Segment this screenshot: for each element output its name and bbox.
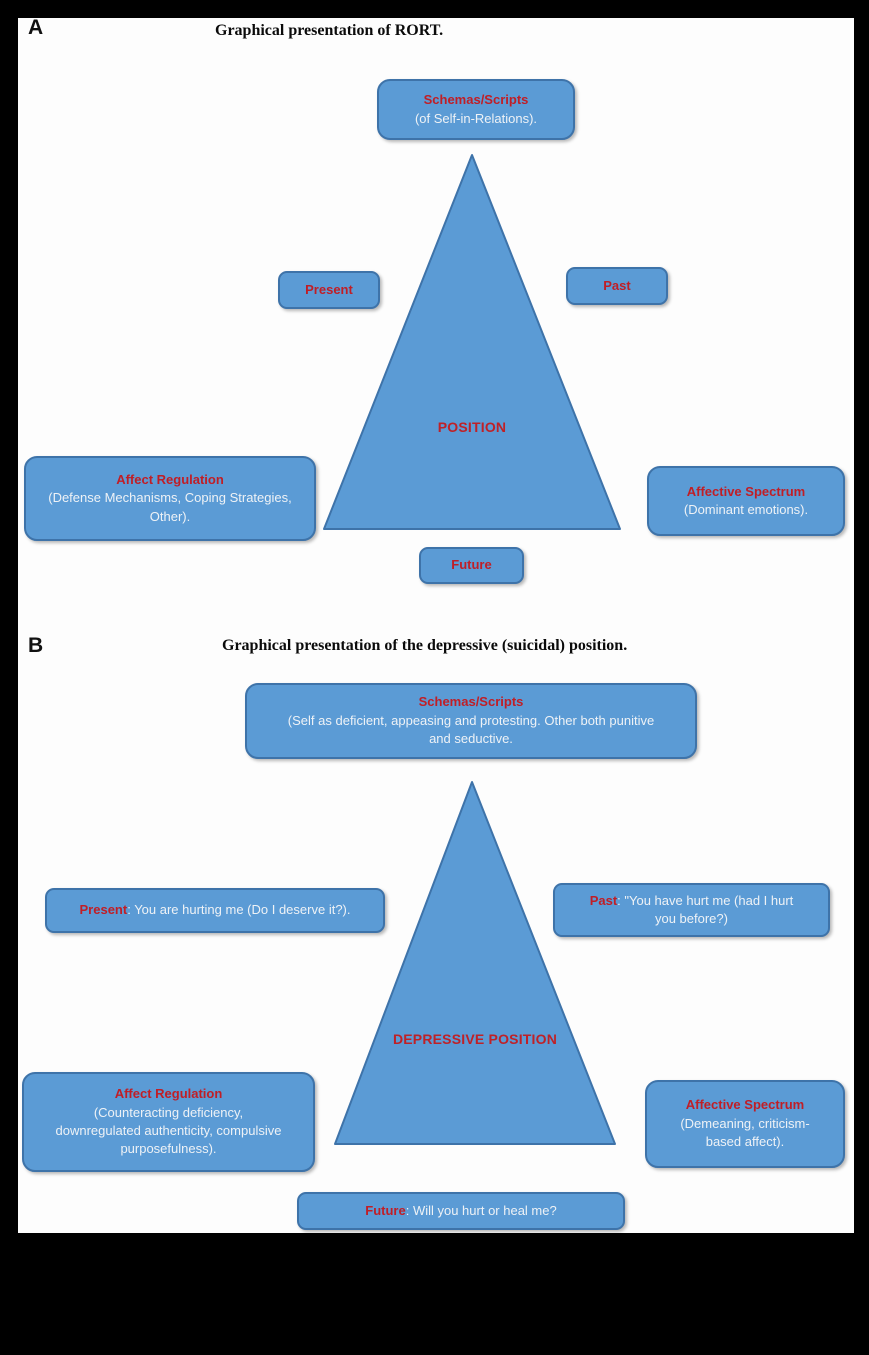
- schemas-scripts-body-a: (of Self-in-Relations).: [414, 110, 538, 126]
- affect-regulation-body-a-line2: Other).: [149, 508, 191, 524]
- present-text-b: Present: You are hurting me (Do I deserv…: [80, 901, 351, 919]
- affect-regulation-box-a: Affect Regulation (Defense Mechanisms, C…: [24, 456, 316, 541]
- depressive-position-triangle: [334, 781, 616, 1145]
- past-text-b: Past: "You have hurt me (had I hurt you …: [590, 892, 794, 929]
- affect-regulation-heading-a: Affect Regulation: [116, 471, 224, 487]
- affect-regulation-body-a-line1: (Defense Mechanisms, Coping Strategies,: [48, 490, 292, 506]
- schemas-scripts-box-a: Schemas/Scripts (of Self-in-Relations).: [377, 79, 575, 140]
- position-triangle: [323, 154, 621, 530]
- future-heading-a: Future: [451, 557, 492, 573]
- schemas-scripts-body-b-line1: (Self as deficient, appeasing and protes…: [287, 712, 655, 728]
- affect-regulation-body-b-line3: purposefulness).: [120, 1141, 217, 1157]
- present-box-a: Present: [278, 271, 380, 309]
- schemas-scripts-heading-b: Schemas/Scripts: [418, 694, 524, 710]
- affect-regulation-body-b-line2: downregulated authenticity, compulsive: [55, 1123, 282, 1138]
- future-box-a: Future: [419, 547, 524, 584]
- affective-spectrum-body-a: (Dominant emotions).: [683, 502, 809, 517]
- depressive-label-line1: DEPRESSIVE: [392, 1031, 485, 1047]
- present-box-b: Present: You are hurting me (Do I deserv…: [45, 888, 385, 933]
- past-box-b: Past: "You have hurt me (had I hurt you …: [553, 883, 830, 937]
- present-heading-b: Present: [79, 902, 128, 918]
- past-heading-a: Past: [603, 277, 631, 293]
- present-heading-a: Present: [305, 281, 353, 297]
- position-triangle-label: POSITION: [437, 419, 507, 435]
- affective-spectrum-heading-b: Affective Spectrum: [685, 1097, 805, 1113]
- future-heading-b: Future: [365, 1202, 406, 1218]
- future-body-b: : Will you hurt or heal me?: [405, 1202, 557, 1218]
- past-body-b-line1: : "You have hurt me (had I hurt: [617, 892, 794, 908]
- panel-b-label: B: [28, 634, 44, 657]
- past-heading-b: Past: [589, 892, 618, 908]
- past-box-a: Past: [566, 267, 668, 305]
- depressive-position-triangle-label: DEPRESSIVE POSITION: [333, 1026, 617, 1052]
- affective-spectrum-body-b-line2: based affect).: [705, 1134, 785, 1150]
- affective-spectrum-box-a: Affective Spectrum (Dominant emotions).: [647, 466, 845, 536]
- panel-a-label: A: [28, 16, 44, 39]
- affective-spectrum-box-b: Affective Spectrum (Demeaning, criticism…: [645, 1080, 845, 1168]
- depressive-label-line2: POSITION: [488, 1031, 558, 1047]
- present-body-b: : You are hurting me (Do I deserve it?).: [127, 902, 351, 918]
- affect-regulation-body-b-line1: (Counteracting deficiency,: [93, 1104, 244, 1120]
- affect-regulation-box-b: Affect Regulation (Counteracting deficie…: [22, 1072, 315, 1172]
- future-text-b: Future: Will you hurt or heal me?: [365, 1202, 556, 1220]
- schemas-scripts-box-b: Schemas/Scripts (Self as deficient, appe…: [245, 683, 697, 759]
- future-box-b: Future: Will you hurt or heal me?: [297, 1192, 625, 1230]
- past-body-b-line2: you before?): [654, 911, 728, 926]
- affective-spectrum-heading-a: Affective Spectrum: [686, 483, 806, 499]
- affective-spectrum-body-b-line1: (Demeaning, criticism-: [680, 1115, 810, 1131]
- panel-b-title: Graphical presentation of the depressive…: [222, 637, 628, 654]
- schemas-scripts-body-b-line2: and seductive.: [429, 731, 513, 747]
- affect-regulation-heading-b: Affect Regulation: [114, 1086, 223, 1102]
- panel-a-title: Graphical presentation of RORT.: [215, 22, 444, 39]
- schemas-scripts-heading-a: Schemas/Scripts: [423, 92, 529, 108]
